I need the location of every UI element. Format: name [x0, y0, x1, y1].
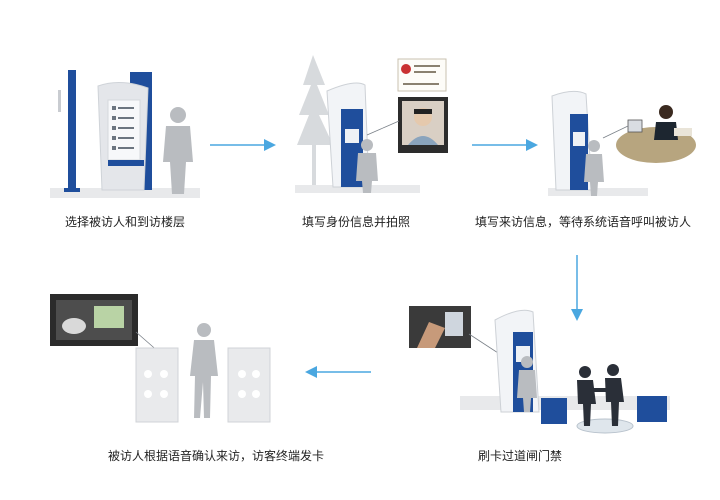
- step2-caption: 填写身份信息并拍照: [302, 215, 411, 229]
- step1-scene: [50, 60, 200, 200]
- arrow-right-icon: [210, 138, 276, 152]
- step3-scene: [548, 90, 698, 200]
- arrow-down-icon: [570, 255, 584, 321]
- step4-caption: 刷卡过道闸门禁: [478, 449, 563, 463]
- step1-caption: 选择被访人和到访楼层: [65, 215, 186, 229]
- arrow-right-icon: [472, 138, 538, 152]
- step5-scene: [48, 290, 278, 430]
- step4-scene: [405, 300, 675, 440]
- arrow-left-icon: [305, 365, 371, 379]
- step3-caption: 填写来访信息，等待系统语音呼叫被访人: [475, 215, 692, 229]
- step2-scene: [295, 45, 455, 195]
- step5-caption: 被访人根据语音确认来访，访客终端发卡: [108, 449, 325, 463]
